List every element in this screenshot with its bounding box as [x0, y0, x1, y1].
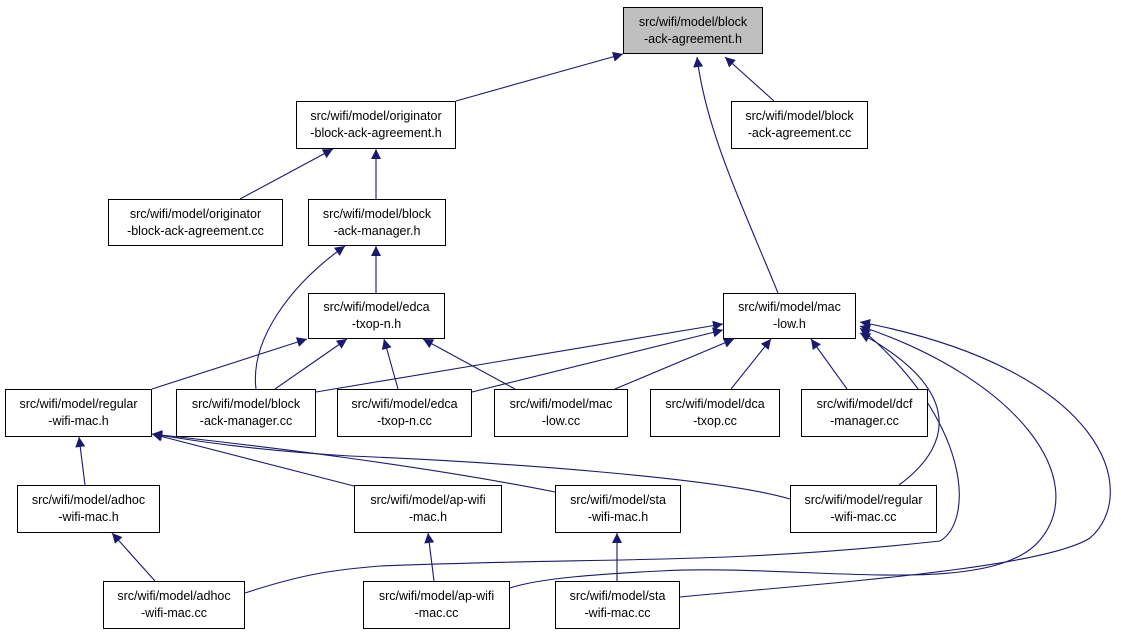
edge-reg_h-edca_h [151, 337, 308, 390]
edge-ba_cc-root [724, 56, 775, 102]
node-label-line1: src/wifi/model/mac [509, 397, 613, 411]
node-adhoc-wifi-mac-h[interactable]: src/wifi/model/adhoc -wifi-mac.h [17, 485, 160, 533]
node-label-line1: src/wifi/model/ap-wifi [378, 589, 495, 603]
node-label-line2: -wifi-mac.h [58, 510, 119, 524]
edge-bam_cc-edca_h [274, 338, 348, 390]
edge-maclow_h-root [693, 56, 779, 294]
node-regular-wifi-mac-cc[interactable]: src/wifi/model/regular -wifi-mac.cc [790, 485, 937, 533]
node-label-line1: src/wifi/model/regular [19, 397, 138, 411]
edge-adhoc_cc-maclow_h [244, 327, 960, 594]
edge-maclow_cc-edca_h [422, 338, 516, 390]
edge-adhoc_cc-adhoc_h [111, 532, 156, 582]
node-label-line2: -low.cc [541, 414, 581, 428]
edge-ap_h-reg_h [151, 431, 355, 487]
node-label-line2: -txop-n.cc [377, 414, 432, 428]
node-label-line2: -ack-manager.cc [199, 414, 293, 428]
node-label-line1: src/wifi/model/originator [310, 109, 442, 123]
edge-adhoc_h-reg_h [75, 436, 86, 486]
node-label-line2: -txop-n.h [351, 317, 402, 331]
edge-edca_cc-edca_h [381, 338, 399, 390]
node-label-line2: -ack-agreement.cc [747, 126, 852, 140]
node-block-ack-manager-h[interactable]: src/wifi/model/block -ack-manager.h [308, 199, 446, 246]
node-label-line1: src/wifi/model/edca [323, 300, 430, 314]
node-label-line1: src/wifi/model/adhoc [117, 589, 231, 603]
edge-oba_h-root [455, 51, 624, 102]
node-edca-txop-n-h[interactable]: src/wifi/model/edca -txop-n.h [308, 293, 445, 339]
node-label-line1: src/wifi/model/edca [351, 397, 458, 411]
node-label-line2: -block-ack-agreement.cc [127, 223, 264, 238]
edge-maclow_cc-maclow_h [614, 338, 735, 390]
edge-reg_cc-maclow_h [859, 332, 940, 486]
node-label-line1: src/wifi/model/originator [129, 206, 262, 221]
node-label-line2: -wifi-mac.cc [830, 510, 897, 524]
node-block-ack-agreement-cc[interactable]: src/wifi/model/block -ack-agreement.cc [731, 101, 868, 149]
edge-edca_cc-maclow_h [471, 327, 724, 393]
edge-sta_cc-maclow_h [679, 318, 1111, 598]
node-label-line2: -low.h [773, 317, 806, 331]
node-label-line2: -mac.cc [414, 606, 459, 620]
node-ap-wifi-mac-cc[interactable]: src/wifi/model/ap-wifi -mac.cc [363, 581, 510, 629]
edge-reg_cc-reg_h [151, 430, 791, 500]
node-ap-wifi-mac-h[interactable]: src/wifi/model/ap-wifi -mac.h [354, 485, 502, 533]
node-label-line1: src/wifi/model/sta [569, 589, 666, 603]
node-mac-low-cc[interactable]: src/wifi/model/mac -low.cc [494, 389, 628, 437]
node-label-line1: src/wifi/model/dcf [816, 397, 913, 411]
node-label-line1: src/wifi/model/mac [738, 300, 841, 314]
edge-bam_cc-maclow_h [315, 320, 724, 393]
node-label-line2: -wifi-mac.h [587, 510, 649, 524]
node-label-line1: src/wifi/model/block [322, 206, 432, 221]
node-label-line1: src/wifi/model/ap-wifi [370, 493, 486, 507]
node-sta-wifi-mac-h[interactable]: src/wifi/model/sta -wifi-mac.h [555, 485, 681, 533]
node-label-line1: src/wifi/model/sta [570, 493, 666, 507]
edge-ap_cc-ap_h [424, 532, 435, 582]
node-mac-low-h[interactable]: src/wifi/model/mac -low.h [723, 293, 856, 339]
node-adhoc-wifi-mac-cc[interactable]: src/wifi/model/adhoc -wifi-mac.cc [103, 581, 245, 629]
node-label-line2: -ack-agreement.h [644, 31, 742, 46]
node-label-line1: src/wifi/model/regular [804, 493, 923, 507]
node-regular-wifi-mac-h[interactable]: src/wifi/model/regular -wifi-mac.h [5, 389, 152, 437]
node-edca-txop-n-cc[interactable]: src/wifi/model/edca -txop-n.cc [337, 389, 472, 437]
node-label-line1: src/wifi/model/block [191, 397, 301, 411]
node-originator-block-ack-agreement-h[interactable]: src/wifi/model/originator -block-ack-agr… [296, 101, 456, 149]
node-label-line1: src/wifi/model/block [745, 109, 854, 123]
node-label-line2: -wifi-mac.cc [584, 606, 651, 620]
node-label-line2: -txop.cc [693, 414, 737, 428]
node-dcf-manager-cc[interactable]: src/wifi/model/dcf -manager.cc [801, 389, 928, 437]
edge-oba_cc-oba_h [239, 148, 334, 200]
node-block-ack-agreement-h[interactable]: src/wifi/model/block -ack-agreement.h [623, 7, 763, 54]
node-sta-wifi-mac-cc[interactable]: src/wifi/model/sta -wifi-mac.cc [555, 581, 680, 629]
node-dca-txop-cc[interactable]: src/wifi/model/dca -txop.cc [650, 389, 780, 437]
node-label-line2: -mac.h [408, 510, 448, 524]
node-label-line1: src/wifi/model/block [638, 14, 748, 29]
edge-dcf_cc-maclow_h [810, 338, 848, 390]
edge-ap_cc-maclow_h [509, 324, 1057, 589]
node-label-line2: -wifi-mac.h [48, 414, 109, 428]
node-label-line2: -wifi-mac.cc [141, 606, 207, 620]
node-label-line2: -manager.cc [830, 414, 899, 428]
node-label-line1: src/wifi/model/adhoc [31, 493, 146, 507]
edge-bam_cc-bam_h [254, 245, 346, 390]
node-label-line2: -ack-manager.h [333, 223, 421, 238]
node-label-line1: src/wifi/model/dca [665, 397, 765, 411]
node-originator-block-ack-agreement-cc[interactable]: src/wifi/model/originator -block-ack-agr… [108, 199, 283, 246]
edge-sta_h-reg_h [151, 430, 556, 493]
edge-dca_cc-maclow_h [730, 338, 772, 390]
node-block-ack-manager-cc[interactable]: src/wifi/model/block -ack-manager.cc [176, 389, 316, 437]
node-label-line2: -block-ack-agreement.h [310, 126, 442, 140]
